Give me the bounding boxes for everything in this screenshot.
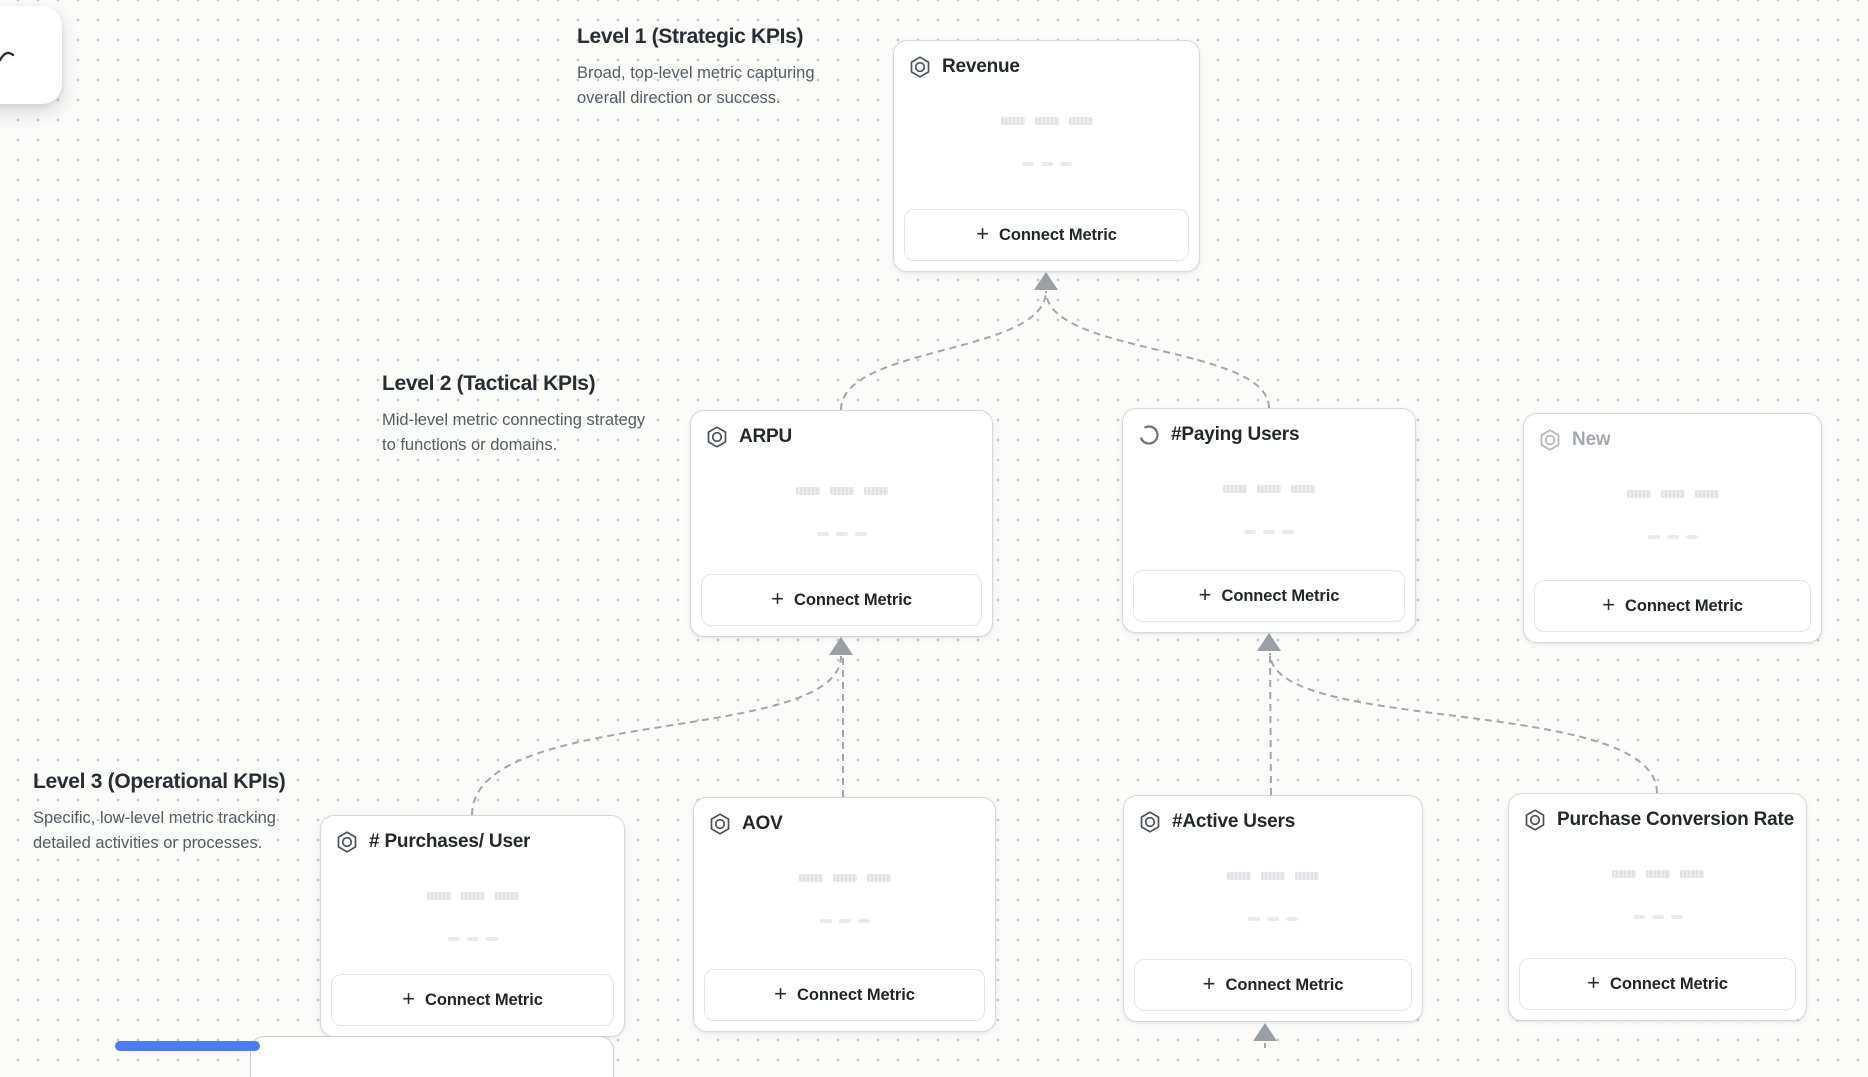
card-title: #Active Users [1172, 811, 1296, 832]
level-3-description: Specific, low-level metric tracking deta… [33, 809, 276, 852]
plus-icon: + [1198, 582, 1212, 607]
card-title: ARPU [739, 426, 793, 447]
metric-card-arpu[interactable]: ARPU + Connect Metric [690, 410, 993, 637]
skeleton-bars [1124, 872, 1422, 880]
level-1-heading: Level 1 (Strategic KPIs) [577, 25, 804, 48]
arrowhead-into-arpu [829, 637, 853, 655]
level-3-annotation: Level 3 (Operational KPIs) Specific, low… [33, 770, 323, 856]
skeleton-dashes [691, 532, 992, 536]
connect-metric-button[interactable]: + Connect Metric [331, 974, 614, 1026]
tool-panel[interactable] [0, 6, 62, 104]
level-2-annotation: Level 2 (Tactical KPIs) Mid-level metric… [382, 372, 652, 458]
skeleton-dashes [1124, 917, 1422, 921]
connect-metric-button[interactable]: + Connect Metric [1534, 580, 1811, 632]
card-header: AOV [708, 812, 983, 836]
card-header: Purchase Conversion Rate [1523, 808, 1794, 832]
connector-arpu-to-revenue [840, 290, 1047, 411]
metric-card-aov[interactable]: AOV + Connect Metric [693, 797, 996, 1032]
connect-metric-label: Connect Metric [797, 985, 915, 1004]
metric-hexagon-icon [908, 55, 932, 79]
card-title: # Purchases/ User [369, 831, 531, 852]
horizontal-scrollbar-thumb[interactable] [115, 1041, 260, 1051]
plus-icon: + [771, 586, 785, 611]
connect-metric-button[interactable]: + Connect Metric [904, 209, 1189, 261]
loading-spinner-icon [1137, 423, 1161, 447]
metric-card-active-users[interactable]: #Active Users + Connect Metric [1123, 795, 1423, 1022]
metric-card-revenue[interactable]: Revenue + Connect Metric [893, 40, 1200, 272]
card-title: #Paying Users [1171, 424, 1300, 445]
arrowhead-into-payingusers [1257, 633, 1281, 651]
connector-pcr-to-payingusers [1269, 652, 1658, 794]
skeleton-dashes [694, 919, 995, 923]
metric-hexagon-icon [708, 812, 732, 836]
connect-metric-label: Connect Metric [1610, 974, 1728, 993]
metric-card-paying-users[interactable]: #Paying Users + Connect Metric [1122, 408, 1416, 633]
card-title: Purchase Conversion Rate [1557, 809, 1794, 830]
skeleton-bars [321, 892, 624, 900]
connect-metric-button[interactable]: + Connect Metric [1134, 959, 1412, 1011]
card-header: #Paying Users [1137, 423, 1403, 447]
level-2-description: Mid-level metric connecting strategy to … [382, 411, 646, 454]
metric-card-purchases-per-user[interactable]: # Purchases/ User + Connect Metric [320, 815, 625, 1037]
metric-hexagon-icon [705, 425, 729, 449]
level-3-heading: Level 3 (Operational KPIs) [33, 770, 286, 793]
metric-card-new[interactable]: New + Connect Metric [1523, 413, 1822, 643]
card-header: # Purchases/ User [335, 830, 612, 854]
skeleton-bars [894, 117, 1199, 125]
connector-payingusers-to-revenue [1045, 290, 1270, 409]
skeleton-bars [1123, 485, 1415, 493]
connect-metric-label: Connect Metric [999, 225, 1117, 244]
skeleton-bars [1509, 870, 1806, 878]
plus-icon: + [1587, 970, 1601, 995]
skeleton-dashes [1524, 535, 1821, 539]
connect-metric-label: Connect Metric [1225, 975, 1344, 994]
connect-metric-button[interactable]: + Connect Metric [704, 969, 985, 1021]
metric-hexagon-icon [1138, 810, 1162, 834]
level-1-annotation: Level 1 (Strategic KPIs) Broad, top-leve… [577, 25, 857, 111]
level-2-heading: Level 2 (Tactical KPIs) [382, 372, 596, 395]
level-1-description: Broad, top-level metric capturing overal… [577, 64, 815, 107]
card-header: ARPU [705, 425, 980, 449]
connect-metric-label: Connect Metric [1221, 586, 1340, 605]
plus-icon: + [1602, 592, 1616, 617]
connect-metric-button[interactable]: + Connect Metric [701, 574, 982, 626]
card-title: New [1572, 429, 1611, 450]
connect-metric-label: Connect Metric [1625, 596, 1743, 615]
card-title: Revenue [942, 56, 1020, 77]
skeleton-bars [694, 874, 995, 882]
metric-card-partial[interactable] [250, 1036, 614, 1077]
card-header: Revenue [908, 55, 1187, 79]
cursor-tool-icon [0, 51, 15, 62]
skeleton-dashes [1509, 915, 1806, 919]
skeleton-bars [691, 487, 992, 495]
arrowhead-into-revenue [1034, 272, 1058, 290]
skeleton-dashes [894, 162, 1199, 166]
connect-metric-label: Connect Metric [425, 990, 543, 1009]
connect-metric-button[interactable]: + Connect Metric [1133, 570, 1405, 622]
plus-icon: + [402, 986, 416, 1011]
skeleton-dashes [321, 937, 624, 941]
connect-metric-label: Connect Metric [794, 590, 912, 609]
skeleton-dashes [1123, 530, 1415, 534]
arrowhead-into-activeusers [1253, 1023, 1277, 1041]
skeleton-bars [1524, 490, 1821, 498]
metric-card-purchase-conversion-rate[interactable]: Purchase Conversion Rate + Connect Metri… [1508, 793, 1807, 1021]
plus-icon: + [774, 981, 788, 1006]
plus-icon: + [976, 221, 990, 246]
card-header: #Active Users [1138, 810, 1410, 834]
plus-icon: + [1202, 971, 1216, 996]
metric-hexagon-icon [1538, 428, 1562, 452]
card-header: New [1538, 428, 1809, 452]
connector-activeusers-to-payingusers [1269, 652, 1272, 796]
card-title: AOV [742, 813, 783, 834]
metric-hexagon-icon [335, 830, 359, 854]
metric-hexagon-icon [1523, 808, 1547, 832]
connect-metric-button[interactable]: + Connect Metric [1519, 958, 1796, 1010]
connector-purchases-to-arpu [471, 655, 842, 816]
